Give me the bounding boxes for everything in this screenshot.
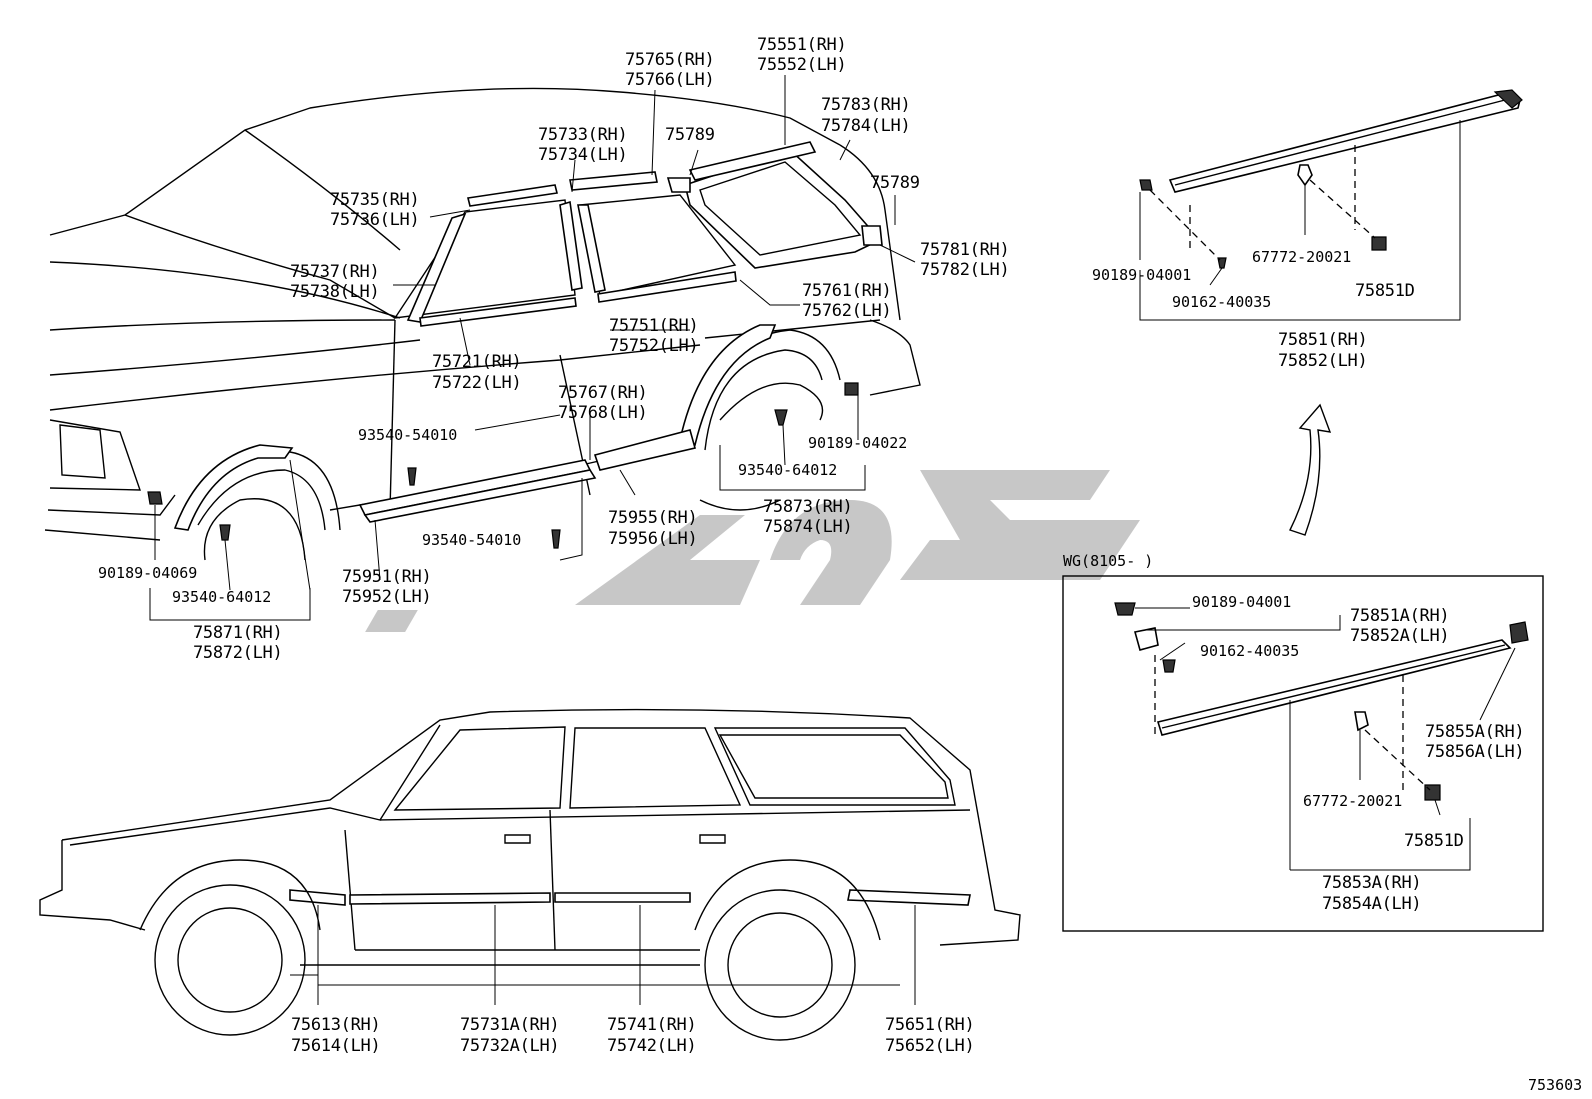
callout-label: 75767(RH) — [558, 383, 647, 403]
callout-label: 67772-20021 — [1303, 792, 1402, 810]
callout-label: 90189-04001 — [1192, 593, 1291, 611]
wagon-drawing — [39, 708, 1021, 1041]
callout-label: 75721(RH) — [432, 352, 521, 372]
detail-box — [1062, 575, 1544, 932]
callout-label: 75552(LH) — [757, 55, 846, 75]
callout-label: 75871(RH) — [193, 623, 282, 643]
callout-label: 75952(LH) — [342, 587, 431, 607]
callout-label: 75855A(RH) — [1425, 722, 1524, 742]
callout-label: 93540-64012 — [738, 461, 837, 479]
callout-label: 75851D — [1355, 281, 1415, 301]
callout-label: 75742(LH) — [607, 1036, 696, 1056]
callout-label: 75951(RH) — [342, 567, 431, 587]
callout-label: 75766(LH) — [625, 70, 714, 90]
callout-label: 75735(RH) — [330, 190, 419, 210]
callout-label: 75737(RH) — [290, 262, 379, 282]
callout-label: 75731A(RH) — [460, 1015, 559, 1035]
callout-label: 75734(LH) — [538, 145, 627, 165]
callout-label: 75852(LH) — [1278, 351, 1367, 371]
callout-label: 75789 — [665, 125, 715, 145]
callout-label: 90189-04069 — [98, 564, 197, 582]
callout-label: 75738(LH) — [290, 282, 379, 302]
callout-label: 75853A(RH) — [1322, 873, 1421, 893]
callout-label: 75782(LH) — [920, 260, 1009, 280]
callout-label: 75851(RH) — [1278, 330, 1367, 350]
callout-label: 75732A(LH) — [460, 1036, 559, 1056]
callout-label: 75614(LH) — [291, 1036, 380, 1056]
callout-label: 75762(LH) — [802, 301, 891, 321]
callout-label: 75613(RH) — [291, 1015, 380, 1035]
callout-label: 75851A(RH) — [1350, 606, 1449, 626]
callout-label: 90189-04022 — [808, 434, 907, 452]
variant-label: WG(8105- ) — [1063, 552, 1153, 570]
callout-label: 75854A(LH) — [1322, 894, 1421, 914]
callout-label: 75955(RH) — [608, 508, 697, 528]
callout-label: 75783(RH) — [821, 95, 910, 115]
callout-label: 75722(LH) — [432, 373, 521, 393]
detail-top — [1139, 89, 1523, 269]
callout-label: 75874(LH) — [763, 517, 852, 537]
callout-label: 75781(RH) — [920, 240, 1009, 260]
callout-label: 75873(RH) — [763, 497, 852, 517]
callout-label: 75851D — [1404, 831, 1464, 851]
watermark-logo — [365, 470, 1140, 632]
callout-label: 75733(RH) — [538, 125, 627, 145]
callout-labels: 75765(RH) 75766(LH) 75551(RH) 75552(LH) … — [98, 35, 1582, 1094]
callout-label: 75852A(LH) — [1350, 626, 1449, 646]
callout-label: 75761(RH) — [802, 281, 891, 301]
callout-label: 90162-40035 — [1200, 642, 1299, 660]
callout-label: 75736(LH) — [330, 210, 419, 230]
callout-label: 75956(LH) — [608, 529, 697, 549]
callout-label: 75651(RH) — [885, 1015, 974, 1035]
callout-label: 93540-54010 — [358, 426, 457, 444]
callout-label: 75551(RH) — [757, 35, 846, 55]
callout-label: 75789 — [870, 173, 920, 193]
callout-label: 93540-64012 — [172, 588, 271, 606]
callout-label: 90189-04001 — [1092, 266, 1191, 284]
callout-label: 75752(LH) — [609, 336, 698, 356]
callout-label: 90162-40035 — [1172, 293, 1271, 311]
callout-label: 75856A(LH) — [1425, 742, 1524, 762]
callout-label: 75652(LH) — [885, 1036, 974, 1056]
callout-label: 75784(LH) — [821, 116, 910, 136]
callout-label: 75765(RH) — [625, 50, 714, 70]
arrow-icon — [1289, 403, 1332, 536]
callout-label: 75768(LH) — [558, 403, 647, 423]
callout-label: 93540-54010 — [422, 531, 521, 549]
sedan-drawing — [44, 87, 921, 561]
callout-label: 75872(LH) — [193, 643, 282, 663]
callout-label: 67772-20021 — [1252, 248, 1351, 266]
figure-code: 753603 — [1528, 1076, 1582, 1094]
callout-label: 75751(RH) — [609, 316, 698, 336]
leader-lines — [149, 75, 1516, 1005]
callout-label: 75741(RH) — [607, 1015, 696, 1035]
